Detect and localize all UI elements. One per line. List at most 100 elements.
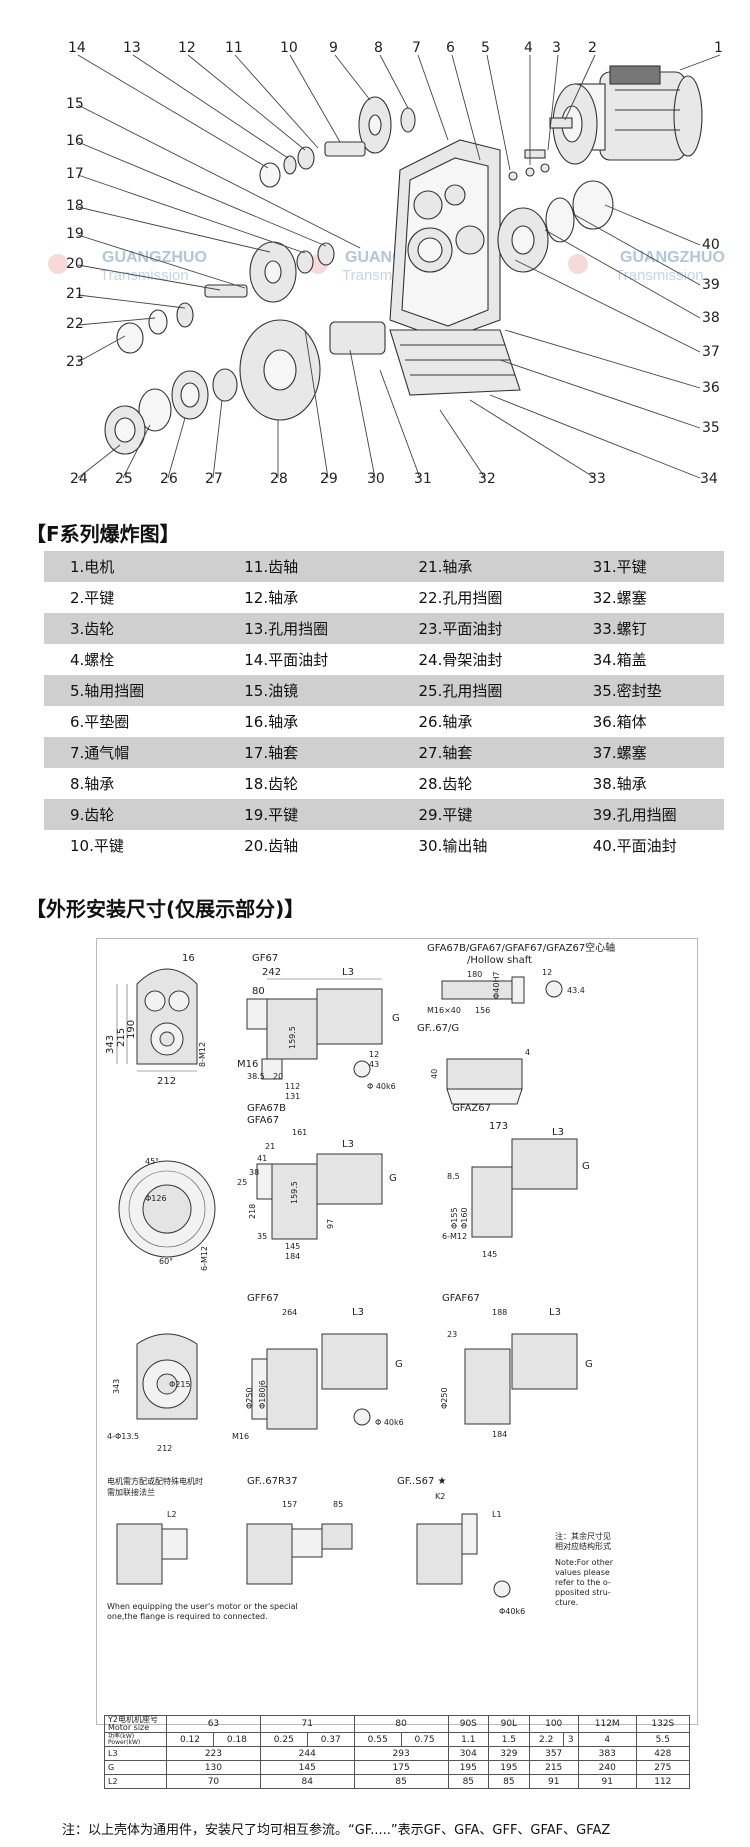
parts-cell: 24.骨架油封 [392,644,567,675]
callout-26: 26 [160,471,178,487]
dim-l1: L1 [492,1510,502,1519]
callout-10: 10 [280,40,298,56]
dim-180: 180 [467,970,482,979]
power-cell: 2.2 [528,1732,564,1747]
dim-m16x40: M16×40 [427,1006,461,1015]
motor-part [549,65,703,165]
callout-6: 6 [446,40,455,56]
parts-cell: 38.轴承 [566,768,724,799]
dim-m16: M16 [237,1059,258,1070]
parts-cell: 11.齿轴 [218,551,393,582]
power-header: 功率(kW) Power(kW) [104,1732,167,1747]
l2-cell: 70 [166,1774,261,1789]
note-en-line3: refer to the o- [555,1578,611,1587]
dim-m16-gff: M16 [232,1432,249,1441]
g-cell: 195 [447,1760,490,1775]
motor-size-cell: 90S [447,1715,490,1733]
g-cell: 275 [635,1760,691,1775]
parts-cell: 20.齿轴 [218,830,393,861]
callout-3: 3 [552,40,561,56]
dim-43: 43 [369,1060,379,1069]
parts-cell: 13.孔用挡圈 [218,613,393,644]
dim-16: 16 [182,953,195,964]
view-label-hollow-en: /Hollow shaft [467,955,532,966]
special-en-line1: When equipping the user's motor or the s… [107,1602,298,1611]
power-cell: 0.25 [259,1732,308,1747]
g-cell: 145 [259,1760,355,1775]
l3-cell: 329 [488,1746,530,1761]
dim-250-gfaf: Φ250 [440,1387,449,1409]
view-label-gfa67: GFA67 [247,1115,279,1126]
power-cell: 0.75 [400,1732,449,1747]
callout-24: 24 [70,471,88,487]
dim-145: 145 [285,1242,300,1251]
gf67r37-view: GF..67R37 157 85 [246,1476,353,1585]
dim-21: 21 [265,1142,275,1151]
callout-16: 16 [66,133,84,149]
dim-g: G [392,1013,400,1024]
note-en-line1: Note:For other [555,1558,614,1567]
callout-4: 4 [524,40,533,56]
motor-size-table: Y2电机机座号 Motor size 63 71 80 90S 90L 100 … [104,1715,691,1789]
dim-45-deg: 45° [145,1157,159,1166]
l3-cell: 357 [528,1746,579,1761]
parts-cell: 3.齿轮 [44,613,219,644]
parts-cell: 2.平键 [44,582,219,613]
callout-35: 35 [702,420,720,436]
dim-215: 215 [116,1028,127,1047]
dim-k2: K2 [435,1492,445,1501]
l3-cell: 244 [259,1746,355,1761]
dim-343: 343 [105,1035,116,1054]
l2-cell: 85 [353,1774,449,1789]
dim-343-gff: 343 [112,1379,121,1394]
g-cell: 130 [166,1760,261,1775]
power-cell: 0.37 [306,1732,355,1747]
callout-34: 34 [700,471,718,487]
dim-159-5-gfa: 159.5 [290,1181,299,1204]
callout-17: 17 [66,166,84,182]
view-label-gfaf67: GFAF67 [442,1293,480,1304]
callout-19: 19 [66,226,84,242]
view-label-gfs67: GF..S67 ★ [397,1476,447,1487]
view-label-gfa67b: GFA67B [247,1103,286,1114]
g-cell: 240 [577,1760,637,1775]
dim-43-4: 43.4 [567,986,585,995]
power-cell: 3 [562,1732,579,1747]
parts-cell: 8.轴承 [44,768,219,799]
dim-97: 97 [326,1219,335,1229]
callout-numbers: 1 2 3 4 5 6 7 8 9 10 11 12 13 14 15 16 1… [66,40,723,487]
power-cell: 1.5 [488,1732,530,1747]
dim-112: 112 [285,1082,300,1091]
note-cn-line2: 相对应结构形式 [555,1541,611,1551]
dim-4-13-5: 4-Φ13.5 [107,1432,139,1441]
dim-264: 264 [282,1308,297,1317]
dim-8m12: 8-M12 [198,1042,207,1067]
view-label-gf67g: GF..67/G [417,1023,459,1034]
l3-cell: 428 [635,1746,691,1761]
dim-156: 156 [475,1006,490,1015]
parts-cell: 10.平键 [44,830,219,861]
callout-9: 9 [329,40,338,56]
dim-6m12-flange: 6-M12 [200,1246,209,1271]
motor-size-row: Y2电机机座号 Motor size 63 71 80 90S 90L 100 … [104,1715,691,1733]
dim-212: 212 [157,1076,176,1087]
watermark-subtitle: Transmission [100,267,189,284]
motor-size-header: Y2电机机座号 Motor size [104,1715,167,1733]
dim-g-gff: G [395,1359,403,1370]
parts-cell: 26.轴承 [392,706,567,737]
dim-41: 41 [257,1154,267,1163]
parts-cell: 17.轴套 [218,737,393,768]
dim-l2: L2 [167,1510,177,1519]
gear-parts [104,96,614,455]
dim-157: 157 [282,1500,297,1509]
parts-cell: 1.电机 [44,551,219,582]
callout-5: 5 [481,40,490,56]
flange-circle-view: Φ126 45° 60° 6-M12 [118,1157,216,1271]
l2-cell: 91 [577,1774,637,1789]
dim-160: Φ160 [460,1207,469,1229]
l2-cell: 85 [488,1774,530,1789]
power-cell: 0.55 [353,1732,402,1747]
